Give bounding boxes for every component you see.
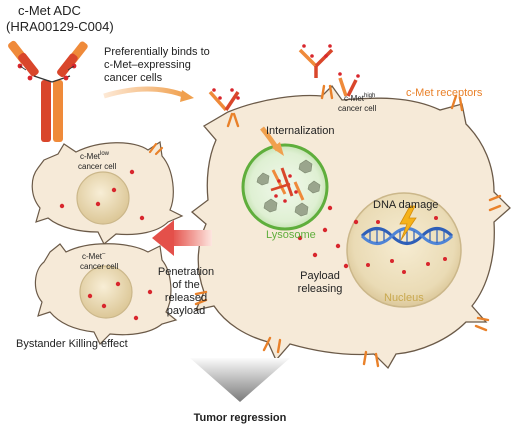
binding-arrow	[103, 86, 187, 99]
low-cell-prefix: c-Met	[80, 152, 100, 161]
met-receptors-label: c-Met receptors	[406, 87, 483, 99]
low-cell-label-line1: c-Metlow	[80, 151, 110, 162]
tumor-regression-label: Tumor regression	[193, 412, 287, 424]
negative-cell-label-line2: cancer cell	[80, 262, 119, 271]
high-cell-sup: high	[364, 93, 376, 99]
lysosome-payload-dots	[274, 174, 298, 203]
payload-releasing-line1: Payload	[300, 270, 340, 282]
adc-title: c-Met ADC	[18, 3, 81, 18]
receptor-markers	[194, 84, 502, 368]
nucleus	[346, 192, 462, 308]
bystander-arrow	[152, 220, 212, 256]
lysosome-label: Lysosome	[266, 229, 316, 241]
binds-text-line3: cancer cells	[104, 72, 163, 84]
released-payload-dots	[297, 205, 359, 269]
negative-cell-sup: –	[102, 251, 106, 257]
binds-text-line2: c-Met–expressing	[104, 59, 191, 71]
lysosome-enzymes	[256, 159, 321, 217]
nucleus-payload-dots	[366, 216, 447, 274]
surface-adc-2	[298, 44, 334, 78]
negative-cell-nucleus	[79, 265, 133, 319]
low-cell-label-line2: cancer cell	[78, 162, 117, 171]
payload-releasing-line2: releasing	[297, 283, 343, 295]
low-cell-sup: low	[100, 151, 110, 157]
high-cell-label-line2: cancer cell	[338, 104, 377, 113]
negative-cell-payload-dots	[87, 281, 153, 321]
high-expression-cancer-cell	[190, 84, 511, 370]
penetration-line1: Penetration	[157, 266, 215, 278]
low-cell-payload-dots	[59, 169, 145, 221]
penetration-line2: of the	[172, 279, 200, 291]
dna-damage-label: DNA damage	[373, 199, 439, 211]
bystander-label: Bystander Killing effect	[16, 338, 128, 350]
low-cell-nucleus	[76, 171, 130, 225]
nucleus-label: Nucleus	[384, 292, 424, 304]
high-cell-prefix: c-Met	[344, 94, 364, 103]
adc-antibody-icon	[8, 40, 88, 142]
penetration-line3: released	[164, 292, 208, 304]
surface-adc-1	[208, 88, 240, 112]
penetration-line4: payload	[166, 305, 206, 317]
internalization-label: Internalization	[266, 125, 335, 137]
low-cell-receptor	[148, 142, 164, 156]
tumor-regression-arrow	[190, 358, 290, 402]
lightning-icon	[399, 205, 417, 241]
adc-code: (HRA00129-C004)	[6, 19, 114, 34]
surface-adc-3	[338, 72, 360, 97]
negative-cell-prefix: c-Met	[82, 252, 102, 261]
binds-text-line1: Preferentially binds to	[104, 46, 210, 58]
negative-cell-label-line1: c-Met–	[82, 251, 106, 262]
high-cell-label-line1: c-Methigh	[344, 93, 376, 104]
